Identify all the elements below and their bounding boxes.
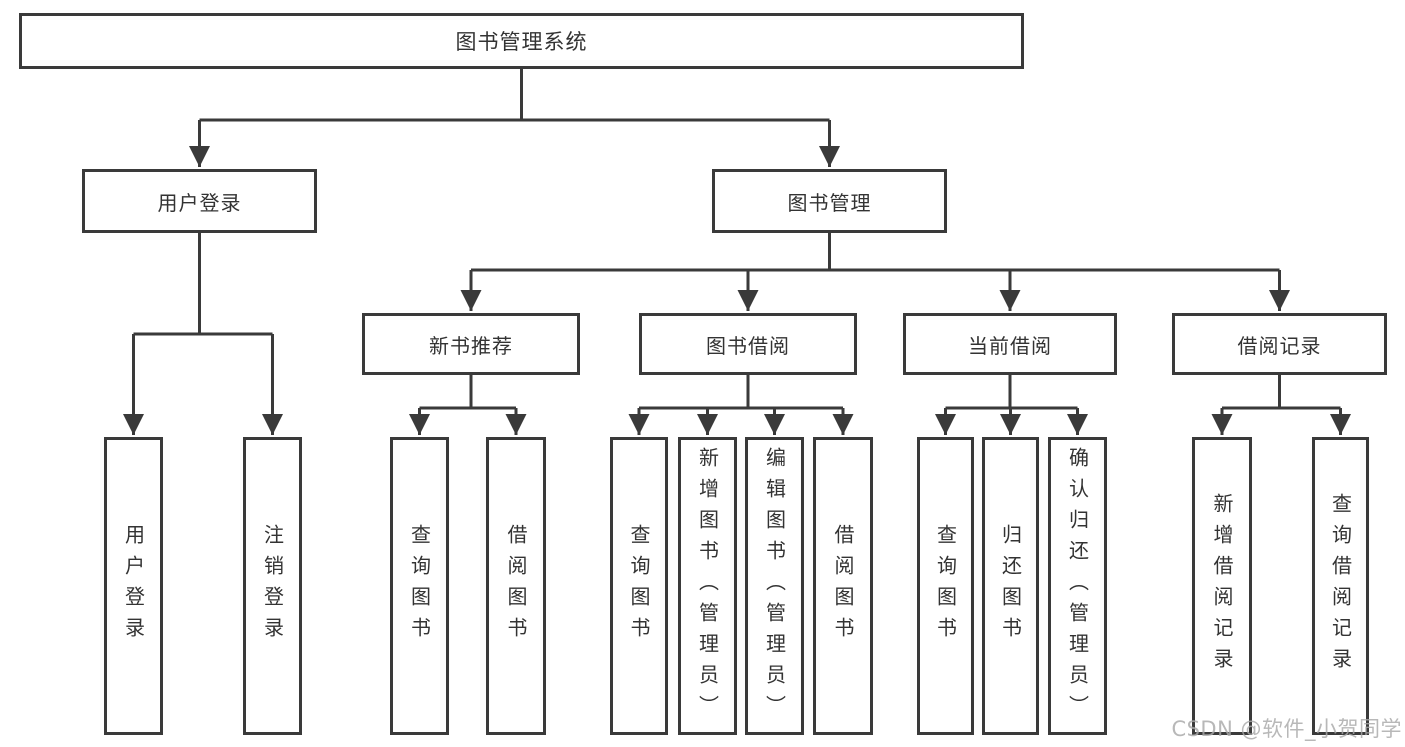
leaf-user-login: 用户登录: [104, 437, 163, 735]
leaf-add-borrow-record: 新增借阅记录: [1192, 437, 1252, 735]
node-borrow-records: 借阅记录: [1172, 313, 1387, 375]
leaf-query-books-recommend: 查询图书: [390, 437, 449, 735]
leaf-borrow-books-recommend: 借阅图书: [486, 437, 546, 735]
csdn-watermark: CSDN @软件_小贺同学: [1171, 717, 1402, 741]
node-new-book-recommend: 新书推荐: [362, 313, 580, 375]
node-current-borrow: 当前借阅: [903, 313, 1117, 375]
leaf-add-book-admin: 新增图书（管理员）: [678, 437, 737, 735]
node-user-login: 用户登录: [82, 169, 317, 233]
leaf-confirm-return-admin: 确认归还（管理员）: [1048, 437, 1107, 735]
node-book-borrow: 图书借阅: [639, 313, 857, 375]
node-book-management: 图书管理: [712, 169, 947, 233]
node-library-management-system: 图书管理系统: [19, 13, 1024, 69]
leaf-return-book: 归还图书: [982, 437, 1039, 735]
leaf-query-books-current: 查询图书: [917, 437, 974, 735]
leaf-query-books-borrow: 查询图书: [610, 437, 668, 735]
leaf-edit-book-admin: 编辑图书（管理员）: [745, 437, 804, 735]
leaf-borrow-books-borrow: 借阅图书: [813, 437, 873, 735]
leaf-logout: 注销登录: [243, 437, 302, 735]
leaf-query-borrow-record: 查询借阅记录: [1312, 437, 1369, 735]
